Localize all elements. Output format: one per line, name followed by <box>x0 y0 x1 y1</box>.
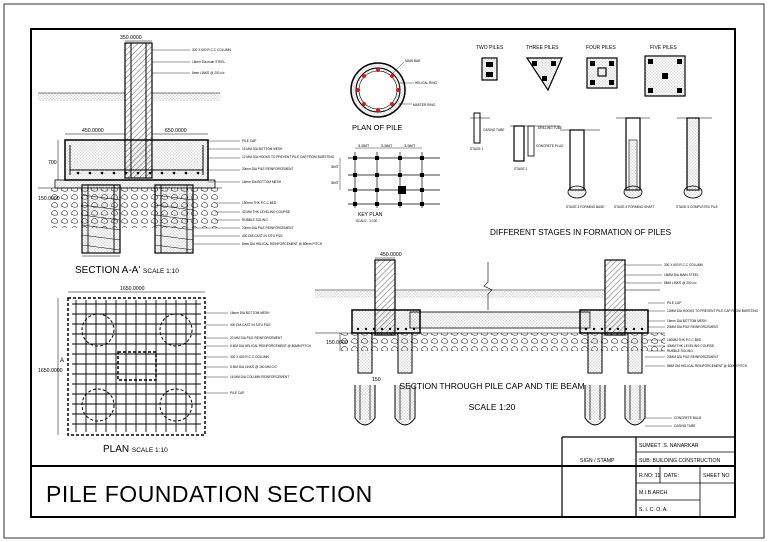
callout-label: 20MM DIA PILE REINFORCEMENT <box>667 325 718 329</box>
callout-label: 40MM THK LEVELING COURSE <box>667 344 714 348</box>
subject-label: SUB: BUILDING CONSTRUCTION <box>639 458 721 464</box>
callout-label: 8 MM DIA LINKS @ 150 MM C/C <box>230 365 278 369</box>
callout-label: 16 MM DIA COLUMN REINFORCEMENT <box>230 375 289 379</box>
key-plan-dim: 3.5MT <box>381 143 393 148</box>
plan-callouts: 16mm DIA BOTTOM MESH 400 DIA CAST IN SIT… <box>230 311 312 395</box>
plan-title: PLAN SCALE 1:10 <box>103 444 168 455</box>
stage-label: STAGE 1 <box>470 147 483 151</box>
section-aa-callouts: 300 X 600 R.C.C COLUMN 16mm Dia main STE… <box>192 48 335 246</box>
callout-label: 20mm DIA PILE REINFORCEMENT <box>242 167 293 171</box>
callout-label: 300 X 600 R.C.C COLUMN <box>664 263 703 267</box>
callout-label: CASING TUBE <box>674 424 696 428</box>
plan-of-pile-callouts: MAIN BAR HELICAL RING MASTER RING <box>405 59 438 107</box>
stages-drawings <box>470 112 712 199</box>
callout-label: 8mm DIA HELICAL REINFORCEMENT @ 80mm PIT… <box>242 242 323 246</box>
callout-label: 400 DIA CAST IN SITU PILE <box>242 234 283 238</box>
callout-label: MASTER RING <box>413 103 436 107</box>
pile-type-label: TWO PILES <box>476 45 504 51</box>
pile-type-drawings <box>481 55 686 97</box>
stage-label: STAGE 4 FORMING SHAFT <box>614 205 655 209</box>
callout-label: 40 MM THK LEVELING COURSE <box>242 210 290 214</box>
callout-label: RUBBLE SOLING <box>242 218 268 222</box>
college-label: S. I. C. O. A. <box>639 507 668 513</box>
section-aa-dim-left: 450.0000 <box>82 128 104 134</box>
title-block-lines <box>31 436 735 517</box>
section-aa-drawing <box>38 40 240 257</box>
section-aa-dim-right: 650.0000 <box>165 128 187 134</box>
sheet-no-label: SHEET NO <box>703 473 729 479</box>
section-pile-cap-title: SECTION THROUGH PILE CAP AND TIE BEAM <box>399 381 584 391</box>
pile-cap-dim-pile: 150.0000 <box>326 340 348 346</box>
callout-label: PILE CAP <box>242 139 256 143</box>
pile-cap-dim-mid: 150 <box>372 377 381 383</box>
student-name: SUMEET .S. NANARKAR <box>639 443 699 449</box>
callout-label: 8 MM DIA HELICAL REINFORCEMENT @ 80MM PI… <box>230 344 312 348</box>
inner-border <box>30 28 736 518</box>
plan-of-pile-drawing <box>350 61 414 118</box>
stage-label: STAGE 2 <box>514 167 527 171</box>
key-plan-dim: 3MT <box>331 164 340 169</box>
pile-type-label: THREE PILES <box>526 45 559 51</box>
section-aa-dim-side: 700 <box>48 160 57 166</box>
stages-heading: DIFFERENT STAGES IN FORMATION OF PILES <box>490 228 672 237</box>
section-pile-cap-callouts: 300 X 600 R.C.C COLUMN 16MM DIA MAIN STE… <box>664 263 759 428</box>
class-label: M.I.B.ARCH <box>639 490 667 496</box>
callout-label: 8mm LINKS @ 200 c/c <box>192 71 225 75</box>
callout-label: 300 X 600 R.C.C COLUMN <box>230 355 269 359</box>
callout-label: PILE CAP <box>230 391 244 395</box>
section-pile-cap-drawing <box>315 257 672 427</box>
pile-cap-dim-top: 450.0000 <box>380 252 402 258</box>
callout-label: 16mm Dia BOTTOM MESH <box>242 180 282 184</box>
callout-label: RUBBLE SOLING <box>667 349 693 353</box>
callout-label: 20MM DIA PILE REINFORCEMENT <box>667 355 718 359</box>
key-plan-scale: SCALE - 1:100 <box>356 219 377 223</box>
callout-label: 16mm Dia main STEEL <box>192 60 226 64</box>
stage-label: STAGE 3 FORMING BASE <box>566 205 605 209</box>
section-aa-dim-pile: 150.0000 <box>38 196 60 202</box>
key-plan-title: KEY PLAN <box>358 212 383 218</box>
callout-label: 20 MM DIA PILE REINFORCEMENT <box>230 336 282 340</box>
callout-label: 400 DIA CAST IN SITU PILE <box>230 323 271 327</box>
key-plan-dim: 3.5MT <box>404 143 416 148</box>
date-label: DATE: <box>664 473 679 479</box>
callout-label: 12MM DIA HOOKS TO PREVENT PILE CAP FROM … <box>667 309 759 313</box>
key-plan-dim: 3.5MT <box>358 143 370 148</box>
pile-type-label: FOUR PILES <box>586 45 616 51</box>
callout-label: CONCRETE BULB <box>674 416 701 420</box>
plan-dim-top: 1650.0000 <box>120 286 145 292</box>
callout-label: 300 X 600 R.C.C COLUMN <box>192 48 231 52</box>
callout-label: 8MM LINKS @ 200 c/c <box>664 281 697 285</box>
key-plan-dim: 3MT <box>331 180 340 185</box>
callout-label: 150mm THK P.C.C BED <box>242 201 277 205</box>
sheet-title: PILE FOUNDATION SECTION <box>46 481 373 507</box>
plan-marker-a: A <box>60 358 64 364</box>
stage-label: CONCRETE PLUG <box>536 144 564 148</box>
pile-type-label: FIVE PILES <box>650 45 677 51</box>
stage-label: STAGE 5 COMPLETED PILE <box>676 205 718 209</box>
key-plan-drawing <box>339 147 440 208</box>
section-pile-cap-scale: SCALE 1:20 <box>469 402 516 412</box>
roll-no-label: R.NO: 11 <box>639 473 660 479</box>
callout-label: 16mm DIA BOTTOM MESH <box>667 319 707 323</box>
stage-label: DRILLING TUBE <box>538 126 562 130</box>
callout-label: 20mm DIA PILE REINFORCEMENT <box>242 226 293 230</box>
callout-label: 16 MM DIA BOTTOM MESH <box>242 147 283 151</box>
plan-dim-side: 1650.0000 <box>38 368 63 374</box>
callout-label: PILE CAP <box>667 301 681 305</box>
section-aa-dim-top: 350.0000 <box>120 35 142 41</box>
callout-label: 16mm DIA BOTTOM MESH <box>230 311 270 315</box>
callout-label: 8MM DIA HELICAL REINFORCEMENT @ 80MM PIT… <box>667 364 748 368</box>
outer-border <box>3 3 765 539</box>
callout-label: 150MM THK P.C.C BED <box>667 338 702 342</box>
plan-drawing <box>57 291 228 436</box>
sign-stamp-label: SIGN / STAMP <box>580 458 615 464</box>
section-aa-title: SECTION A-A' SCALE 1:10 <box>75 265 179 276</box>
stage-label: CASING TUBE <box>483 128 505 132</box>
callout-label: MAIN BAR <box>405 59 421 63</box>
plan-of-pile-title: PLAN OF PILE <box>352 123 402 132</box>
callout-label: HELICAL RING <box>415 81 438 85</box>
callout-label: 16MM DIA MAIN STEEL <box>664 273 699 277</box>
callout-label: 12 MM DIA HOOKS TO PREVENT PILE CAP FROM… <box>242 155 335 159</box>
